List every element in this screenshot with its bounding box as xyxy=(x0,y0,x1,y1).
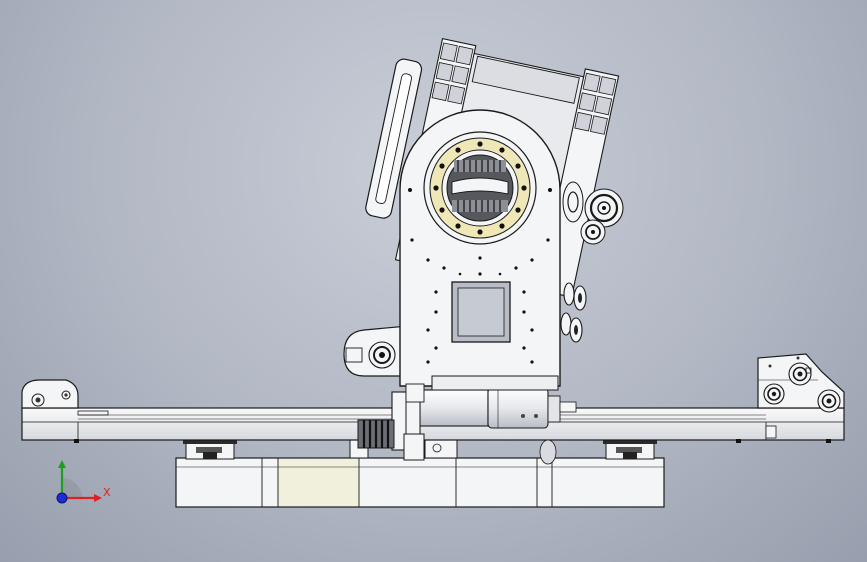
gear-coupling xyxy=(357,379,425,461)
pulley-right-left xyxy=(763,383,785,405)
side-pulley-set xyxy=(560,181,624,343)
pulley-right-upper xyxy=(788,362,812,386)
coordinate-triad[interactable] xyxy=(56,460,102,504)
base-block xyxy=(175,457,665,508)
triad-z-axis-icon xyxy=(56,492,68,504)
slewing-bearing xyxy=(423,131,537,245)
rail-bolts xyxy=(74,439,831,443)
drive-motor xyxy=(417,387,577,429)
carriage-clamp xyxy=(405,383,557,465)
pulley-right-lower xyxy=(817,389,841,413)
triad-x-label: X xyxy=(103,486,111,499)
triad-x-arrow-icon xyxy=(94,494,102,502)
triad-y-arrow-icon xyxy=(58,460,66,468)
plate-bolt-holes xyxy=(408,188,552,364)
right-end-bracket xyxy=(757,353,845,413)
left-arm-bracket xyxy=(343,325,409,377)
left-end-bracket xyxy=(21,379,79,409)
main-plate xyxy=(399,109,561,391)
